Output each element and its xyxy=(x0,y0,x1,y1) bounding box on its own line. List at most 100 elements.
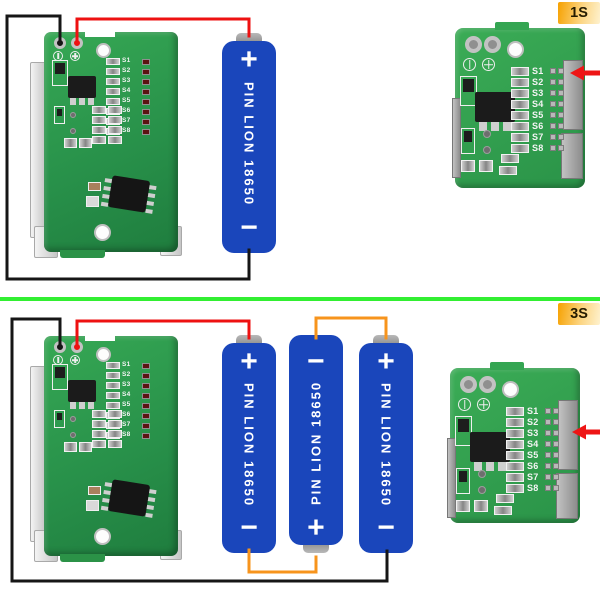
silkscreen-s-label: S1 xyxy=(122,57,131,64)
positive-pad xyxy=(71,37,83,49)
led-chip xyxy=(142,78,150,85)
silkscreen-s-label: S7 xyxy=(532,132,544,142)
resistor xyxy=(506,429,524,438)
led-bar-segment xyxy=(556,473,578,519)
ic-pin xyxy=(147,193,156,199)
resistor xyxy=(108,106,122,114)
resistor xyxy=(506,440,524,449)
positive-pad xyxy=(479,376,496,393)
solder-pad xyxy=(545,463,551,469)
mounting-hole xyxy=(507,41,524,58)
solder-pad xyxy=(550,123,556,129)
resistor xyxy=(499,166,517,175)
diode xyxy=(455,416,472,446)
diode xyxy=(52,60,68,86)
solder-pad xyxy=(545,430,551,436)
ic-pin xyxy=(102,497,110,503)
transistor-leg xyxy=(70,402,76,409)
solder-pad xyxy=(550,145,556,151)
resistor xyxy=(108,440,122,448)
section-divider xyxy=(0,297,600,301)
resistor xyxy=(506,418,524,427)
resistor xyxy=(506,473,524,482)
battery-label: PIN LION 18650 xyxy=(241,81,257,207)
solder-pad xyxy=(545,474,551,480)
resistor xyxy=(506,407,524,416)
positive-symbol-icon xyxy=(477,398,490,411)
led-chip xyxy=(142,118,150,125)
resistor xyxy=(496,494,514,503)
silkscreen-s-label: S5 xyxy=(122,401,131,408)
solder-pad xyxy=(558,68,564,74)
resistor xyxy=(511,67,529,76)
badge-1s: 1S xyxy=(558,2,600,24)
diode xyxy=(456,468,470,494)
transistor-leg xyxy=(474,462,482,471)
resistor xyxy=(106,78,120,85)
resistor xyxy=(108,136,122,144)
resistor xyxy=(106,382,120,389)
silkscreen-s-label: S5 xyxy=(527,450,539,460)
solder-pad xyxy=(550,112,556,118)
led-chip xyxy=(142,432,150,439)
transistor-leg xyxy=(486,462,494,471)
silkscreen-s-label: S4 xyxy=(527,439,539,449)
pcb-board: S1 S2 S3 S4 S5 S6 S7 S8 xyxy=(44,32,178,258)
led-chip xyxy=(142,382,150,389)
mounting-hole-bottom xyxy=(94,528,111,545)
silkscreen-s-label: S7 xyxy=(527,472,539,482)
ic-pin xyxy=(145,208,153,214)
positive-pad xyxy=(71,341,83,353)
resistor xyxy=(92,430,106,438)
solder-pad xyxy=(553,430,559,436)
ic-pin xyxy=(103,185,111,192)
led-chip xyxy=(142,108,150,115)
solder-point xyxy=(483,146,491,154)
solder-pad xyxy=(558,79,564,85)
led-bar-left-edge xyxy=(447,438,456,518)
led-bar-left-edge xyxy=(452,98,461,178)
silkscreen-s-label: S1 xyxy=(527,406,539,416)
resistor xyxy=(511,78,529,87)
negative-pad xyxy=(460,376,477,393)
solder-point xyxy=(478,486,486,494)
led-bar-segment xyxy=(563,60,583,130)
board-notch xyxy=(85,336,115,341)
pcb-closeup-3s: S1 S2 S3 S4 S5 S6 S7 S8 xyxy=(447,362,580,523)
resistor xyxy=(92,116,106,124)
resistor xyxy=(106,392,120,399)
silkscreen-s-label: S3 xyxy=(122,77,131,84)
led-chip xyxy=(142,68,150,75)
resistor xyxy=(511,89,529,98)
solder-pad xyxy=(558,123,564,129)
silkscreen-s-label: S5 xyxy=(122,97,131,104)
resistor xyxy=(461,160,475,172)
solder-pad xyxy=(558,134,564,140)
ic-pin xyxy=(102,193,110,199)
battery-plus-symbol: + xyxy=(377,345,395,378)
solder-pad xyxy=(550,68,556,74)
battery-plus-symbol: + xyxy=(240,43,258,76)
transistor-leg xyxy=(498,462,506,471)
solder-pad xyxy=(553,441,559,447)
silkscreen-s-label: S4 xyxy=(532,99,544,109)
resistor xyxy=(501,154,519,163)
solder-pad xyxy=(553,419,559,425)
battery-3s-cell3: + PIN LION 18650 − xyxy=(359,335,413,553)
transistor-leg xyxy=(79,402,85,409)
indicator-pcb-1s: S1 S2 S3 S4 S5 S6 S7 S8 xyxy=(28,28,182,264)
negative-pad xyxy=(54,341,66,353)
solder-point xyxy=(483,130,491,138)
solder-pad xyxy=(545,408,551,414)
led-chip xyxy=(142,402,150,409)
silkscreen-s-label: S5 xyxy=(532,110,544,120)
solder-pad xyxy=(545,419,551,425)
led-chip xyxy=(142,422,150,429)
silkscreen-s-label: S7 xyxy=(122,117,131,124)
solder-pad xyxy=(553,452,559,458)
resistor xyxy=(511,144,529,153)
negative-pad xyxy=(54,37,66,49)
ic-pin xyxy=(145,512,153,518)
ic-pin xyxy=(146,504,155,510)
battery-body: + PIN LION 18650 − xyxy=(289,335,343,545)
